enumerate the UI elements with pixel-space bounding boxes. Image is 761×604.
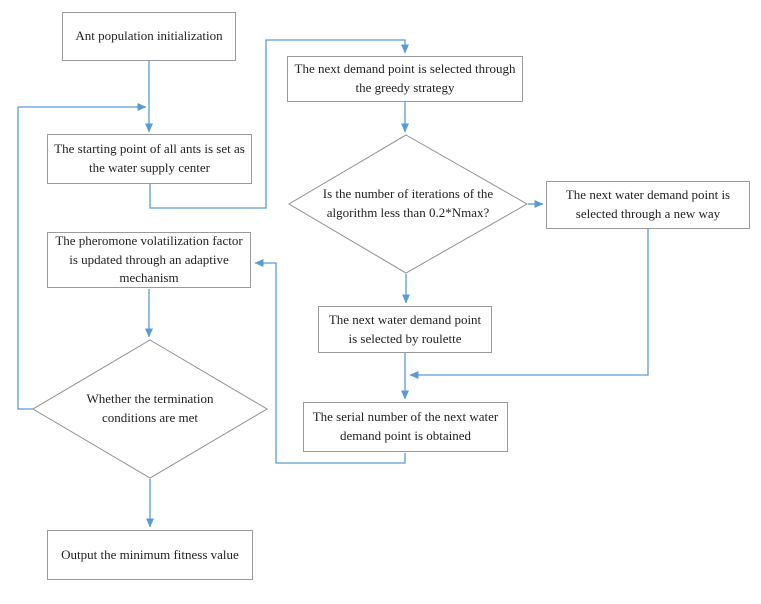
node-label: The next demand point is selected throug… — [294, 61, 516, 95]
iterations-decision-shape — [288, 134, 529, 274]
node-label: Is the number of iterations of the algor… — [322, 186, 494, 220]
edge-new-way-to-junction — [409, 229, 649, 379]
node-output-minimum-fitness: Output the minimum fitness value — [47, 530, 253, 580]
node-label: The next water demand point is selected … — [565, 187, 731, 221]
edge-start-point-to-greedy — [149, 39, 409, 209]
node-label: Output the minimum fitness value — [61, 546, 239, 562]
node-label: The next water demand point is selected … — [328, 311, 482, 346]
decision-termination-label: Whether the termination conditions are m… — [58, 377, 242, 441]
node-starting-point-water-supply-center: The starting point of all ants is set as… — [47, 134, 252, 184]
node-label: Whether the termination conditions are m… — [86, 391, 214, 425]
node-label: The pheromone volatilization factor is u… — [55, 232, 243, 286]
node-label: The starting point of all ants is set as… — [54, 141, 245, 175]
edge-serial-to-pheromone — [254, 259, 406, 464]
edge-termination-feedback-to-start-point — [17, 103, 147, 410]
node-label: Ant population initialization — [75, 28, 223, 44]
node-ant-population-initialization: Ant population initialization — [62, 12, 236, 61]
decision-iterations-label: Is the number of iterations of the algor… — [296, 172, 520, 236]
node-greedy-strategy-selection: The next demand point is selected throug… — [287, 56, 523, 102]
node-pheromone-volatilization-update: The pheromone volatilization factor is u… — [47, 232, 251, 288]
termination-decision-shape — [32, 339, 268, 479]
node-serial-number-obtained: The serial number of the next water dema… — [303, 402, 508, 452]
node-roulette-selection: The next water demand point is selected … — [318, 306, 492, 353]
node-new-way-selection: The next water demand point is selected … — [546, 181, 750, 229]
node-label: The serial number of the next water dema… — [312, 409, 499, 443]
